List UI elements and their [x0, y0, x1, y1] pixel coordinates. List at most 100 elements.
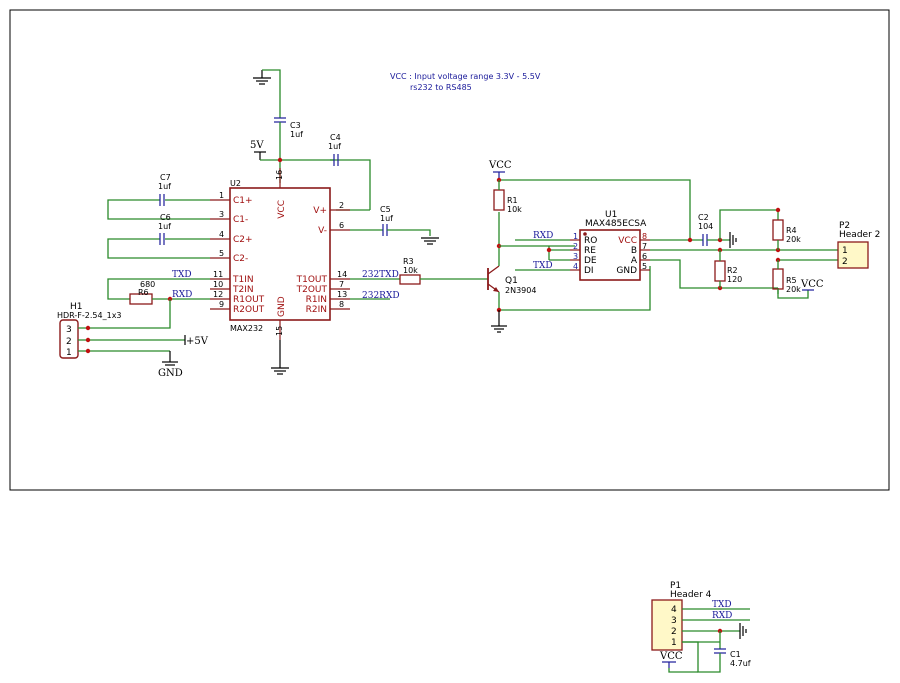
p1-ref: P1: [670, 581, 681, 591]
r2-ref: R2: [727, 266, 738, 275]
p2-pin-1: 1: [842, 246, 848, 256]
u2-num: 3: [219, 210, 224, 219]
r4-value: 20k: [786, 235, 801, 244]
u2-pin-c1p: C1+: [233, 196, 253, 206]
gnd-symbol-p1: [739, 623, 747, 639]
gnd-symbol-top: [253, 70, 271, 85]
u2-pin-t2in: T2IN: [232, 285, 254, 295]
u2-num: 16: [275, 170, 284, 180]
r3-ref: R3: [403, 257, 414, 266]
u2-pin-t1out: T1OUT: [296, 275, 328, 285]
h1-value: HDR-F-2.54_1x3: [57, 311, 122, 320]
resistor-r5: [772, 268, 784, 290]
junction: [546, 247, 552, 253]
c1-ref: C1: [730, 650, 741, 659]
net-label-vcc-r1: VCC: [488, 160, 512, 171]
u2-num: 12: [213, 290, 223, 299]
r6-value: 680: [140, 280, 155, 289]
u1-pin-re: RE: [584, 246, 596, 256]
net-label-rxd-u2: RXD: [172, 290, 192, 300]
junction: [85, 337, 91, 343]
net-label-vcc-r5: VCC: [800, 279, 824, 290]
c7-value: 1uf: [158, 182, 171, 191]
resistor-r2: [714, 260, 726, 282]
ic-u1-max485: [570, 229, 650, 281]
junction: [277, 157, 283, 163]
p1-pin-1: 1: [671, 638, 677, 648]
h1-pin-3: 3: [66, 325, 72, 335]
u1-pin-de: DE: [584, 256, 597, 266]
gnd-symbol-u2: [271, 340, 289, 375]
u2-pin-vp: V+: [313, 206, 327, 216]
r2-value: 120: [727, 275, 742, 284]
c6-ref: C6: [160, 213, 171, 222]
net-label-232txd: 232TXD: [362, 270, 399, 280]
p2-ref: P2: [839, 221, 850, 231]
u2-pin-r2in: R2IN: [306, 305, 327, 315]
u1-pin-ro: RO: [584, 236, 597, 246]
junction: [85, 348, 91, 354]
ic-u2-max232: [210, 168, 350, 340]
r5-value: 20k: [786, 285, 801, 294]
connector-h1: [59, 319, 79, 359]
connector-p2: [837, 241, 869, 269]
net-label-232rxd: 232RXD: [362, 291, 400, 301]
u1-num: 2: [573, 242, 578, 251]
p1-value: Header 4: [670, 590, 712, 600]
u2-num: 15: [275, 326, 284, 336]
gnd-symbol-h1: [162, 351, 178, 366]
u2-ref: U2: [230, 179, 241, 188]
u2-pin-r2out: R2OUT: [233, 305, 265, 315]
r1-value: 10k: [507, 205, 522, 214]
c5-ref: C5: [380, 205, 391, 214]
connector-p1: [651, 599, 683, 651]
note-title: rs232 to RS485: [410, 83, 472, 92]
u2-pin-r1out: R1OUT: [233, 295, 265, 305]
u2-num: 11: [213, 270, 223, 279]
p2-pin-2: 2: [842, 257, 848, 267]
u2-num: 10: [213, 280, 223, 289]
u1-num: 3: [573, 252, 578, 261]
r6-ref: R6: [138, 288, 149, 297]
c2-value: 104: [698, 222, 713, 231]
u2-pin-t2out: T2OUT: [296, 285, 328, 295]
u1-num: 7: [642, 242, 647, 251]
u1-num: 4: [573, 262, 578, 271]
u2-pin-c2m: C2-: [233, 254, 248, 264]
c5-value: 1uf: [380, 214, 393, 223]
net-label-plus5v: +5V: [186, 336, 209, 347]
capacitor-c3: [274, 117, 286, 123]
c2-ref: C2: [698, 213, 709, 222]
u1-pin-a: A: [631, 256, 638, 266]
r5-ref: R5: [786, 276, 797, 285]
c4-value: 1uf: [328, 142, 341, 151]
net-label-txd-p1: TXD: [712, 600, 732, 610]
u1-pin-vcc: VCC: [618, 236, 637, 246]
c7-ref: C7: [160, 173, 171, 182]
u1-pin-b: B: [631, 246, 637, 256]
c3-ref: C3: [290, 121, 301, 130]
u2-pin-r1in: R1IN: [306, 295, 327, 305]
u1-value: MAX485ECSA: [585, 219, 647, 229]
sheet-border: [9, 9, 890, 491]
u2-value: MAX232: [230, 324, 263, 333]
c1-value: 4.7uf: [730, 659, 751, 668]
u2-num: 7: [339, 280, 344, 289]
r1-ref: R1: [507, 196, 518, 205]
net-label-rxd-u1: RXD: [533, 231, 553, 241]
q1-ref: Q1: [505, 276, 518, 286]
resistor-r3: [399, 274, 421, 285]
u2-pin-gnd: GND: [277, 296, 287, 317]
u2-num: 1: [219, 191, 224, 200]
note-voltage-range: VCC : Input voltage range 3.3V - 5.5V: [390, 72, 541, 81]
gnd-symbol-q1: [491, 310, 507, 333]
u1-num: 6: [642, 252, 647, 261]
capacitor-c4: [330, 154, 339, 166]
p1-pin-3: 3: [671, 616, 677, 626]
p2-value: Header 2: [839, 230, 880, 240]
u1-num: 5: [642, 262, 647, 271]
u1-ref: U1: [605, 210, 617, 220]
junction: [687, 237, 693, 243]
capacitor-c5: [382, 224, 388, 236]
q1-value: 2N3904: [505, 286, 536, 295]
